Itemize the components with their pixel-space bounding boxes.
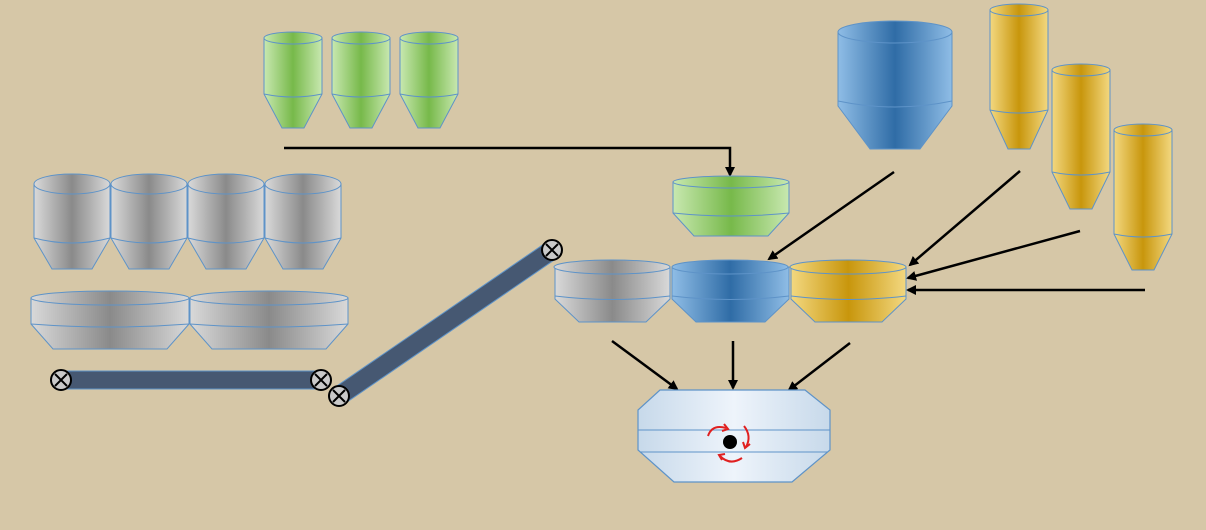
gray-bin: [187, 173, 265, 270]
yellow-additive-weigh-hopper: [789, 259, 907, 323]
blue-cement-silo: [837, 20, 953, 150]
yellow-silo: [1113, 123, 1173, 271]
gray-weigh-hoppers: [30, 290, 349, 350]
yellow-additive-silos: [989, 3, 1173, 271]
horizontal-belt-conveyor: [50, 369, 332, 391]
additive-feed-arrow: [906, 229, 1081, 281]
mixer-rotor-icon: [707, 423, 751, 463]
concrete-mixer: [637, 389, 831, 483]
yellow-silo: [1051, 63, 1111, 210]
mixer-feed-arrow: [611, 339, 679, 391]
inclined-belt-conveyor: [328, 239, 563, 407]
green-feed-line: [284, 146, 735, 177]
green-aggregate-silos: [263, 31, 459, 129]
gray-bin: [264, 173, 342, 270]
gray-weigh-hopper: [189, 290, 349, 350]
green-silo: [263, 31, 323, 129]
gray-bin: [110, 173, 188, 270]
green-weigh-hopper: [672, 175, 790, 237]
additive-feed-arrow: [908, 170, 1021, 267]
gray-weigh-hopper: [30, 290, 190, 350]
conveyor-roller-icon: [328, 385, 350, 407]
conveyor-roller-icon: [310, 369, 332, 391]
gray-aggregate-bins: [33, 173, 342, 270]
mixer-feed-arrow: [787, 342, 851, 392]
gray-aggregate-weigh-hopper: [553, 259, 671, 323]
yellow-silo: [989, 3, 1049, 150]
conveyor-roller-icon: [541, 239, 563, 261]
blue-cement-weigh-hopper: [671, 259, 790, 323]
conveyor-roller-icon: [50, 369, 72, 391]
cement-feed-arrow: [767, 170, 895, 261]
green-silo: [331, 31, 391, 129]
gray-bin: [33, 173, 111, 270]
green-silo: [399, 31, 459, 129]
